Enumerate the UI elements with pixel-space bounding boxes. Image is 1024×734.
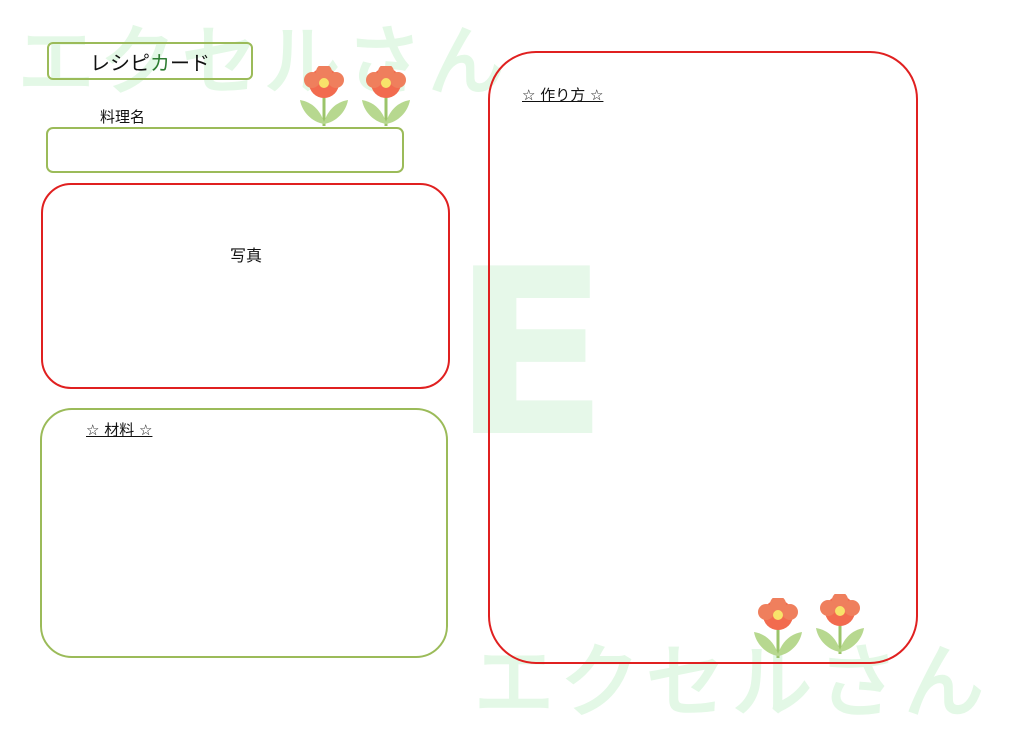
flower-icon [300,66,348,126]
flower-icon [816,594,864,654]
card-title: レシピカード [47,42,253,80]
photo-frame[interactable] [41,183,450,389]
photo-label: 写真 [230,246,263,265]
ingredients-label: ☆ 材料 ☆ [86,421,153,439]
dish-name-label: 料理名 [100,108,146,126]
dish-name-field[interactable] [46,127,404,173]
ingredients-frame[interactable] [40,408,448,658]
card-title-part-2: カ [150,50,170,75]
card-title-part-1: レシピ [90,50,150,75]
flower-icon [754,598,802,658]
steps-frame[interactable] [488,51,918,664]
flower-icon [362,66,410,126]
steps-label: ☆ 作り方 ☆ [522,86,604,104]
card-title-part-3: ード [170,50,210,75]
